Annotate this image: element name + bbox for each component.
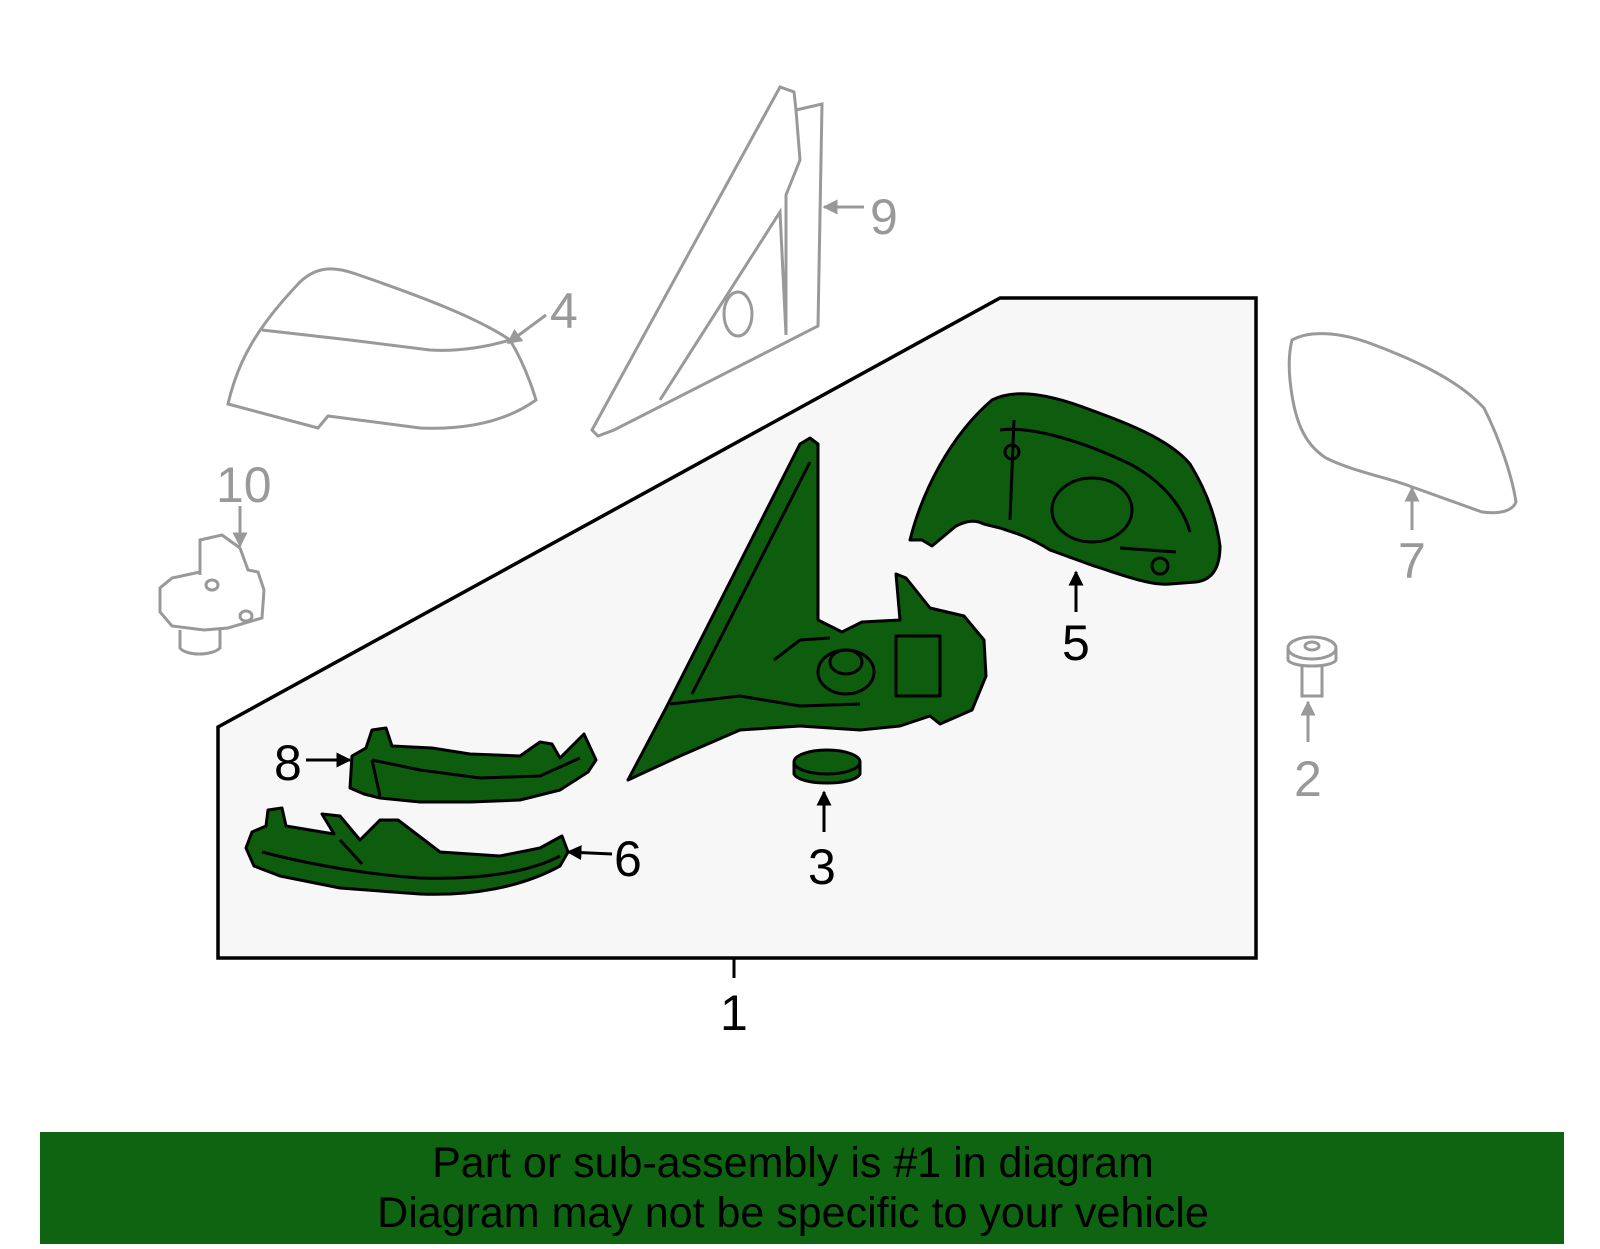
- banner-line-1: Part or sub-assembly is #1 in diagram: [432, 1139, 1154, 1187]
- callout-1: 1: [720, 985, 748, 1041]
- arrow-6: [566, 845, 613, 861]
- callout-4: 4: [550, 283, 578, 339]
- part-8-turn-signal: [348, 726, 598, 804]
- info-banner: Part or sub-assembly is #1 in diagram Di…: [40, 1132, 1564, 1244]
- callout-8: 8: [274, 735, 302, 791]
- part-9-triangle-trim: [590, 85, 824, 438]
- part-7-mirror-glass: [1287, 332, 1518, 515]
- part-10-clip: [158, 533, 266, 656]
- callout-9: 9: [870, 189, 898, 245]
- callout-5: 5: [1062, 615, 1090, 671]
- callout-6: 6: [614, 831, 642, 887]
- banner-line-2: Diagram may not be specific to your vehi…: [377, 1189, 1209, 1237]
- part-4-cover-cap: [226, 267, 538, 430]
- part-2-screw: [1286, 635, 1338, 698]
- parts-diagram: 1 2 3 4 5 6 7 8 9 10: [158, 85, 1518, 1041]
- callout-7: 7: [1398, 533, 1426, 589]
- part-5-housing: [908, 392, 1222, 586]
- callout-10: 10: [216, 457, 272, 513]
- part-6-lower-trim: [244, 806, 570, 896]
- callout-2: 2: [1294, 751, 1322, 807]
- mirror-base-arm: [626, 436, 988, 782]
- callout-3: 3: [808, 839, 836, 895]
- part-3-cap: [792, 748, 862, 785]
- arrow-4: [506, 313, 547, 345]
